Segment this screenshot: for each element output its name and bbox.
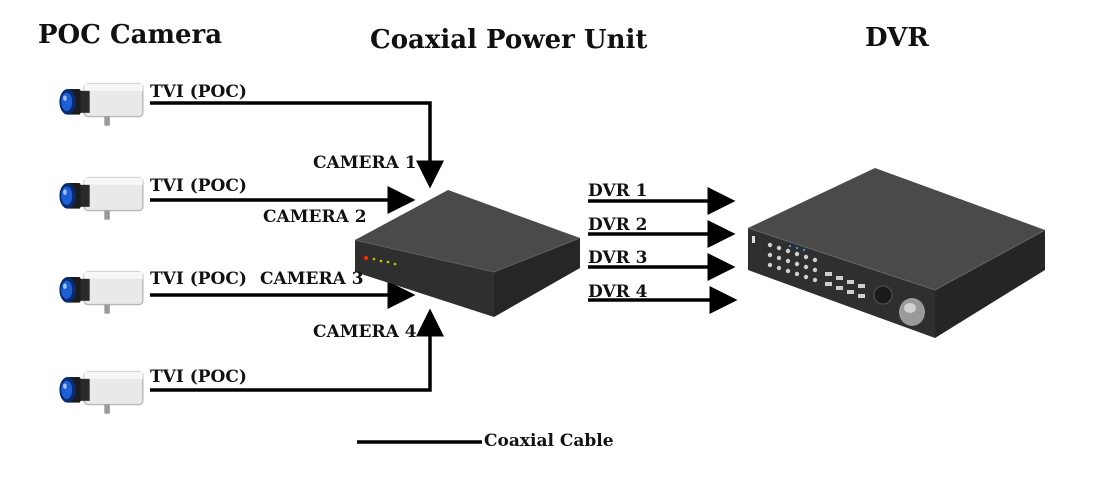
camera-1-signal-label: TVI (POC): [150, 82, 247, 102]
title-poc-camera: POC Camera: [38, 20, 223, 50]
camera-2-icon: [58, 176, 144, 221]
legend-label: Coaxial Cable: [484, 431, 614, 451]
camera-2-port-label: CAMERA 2: [263, 207, 367, 227]
camera-2-signal-label: TVI (POC): [150, 176, 247, 196]
camera-4-port-label: CAMERA 4: [313, 322, 417, 342]
coaxial-power-unit-device: [354, 190, 581, 317]
camera-1-icon: [58, 82, 144, 127]
camera-4-signal-label: TVI (POC): [150, 367, 247, 387]
cable-camera-1: [150, 101, 444, 189]
camera-3-signal-label: TVI (POC): [150, 269, 247, 289]
title-coaxial-power-unit: Coaxial Power Unit: [370, 25, 648, 55]
dvr-4-label: DVR 4: [588, 282, 648, 302]
dvr-device: [747, 168, 1046, 338]
camera-1-port-label: CAMERA 1: [313, 153, 417, 173]
camera-4-icon: [58, 370, 144, 415]
camera-3-port-label: CAMERA 3: [260, 269, 364, 289]
title-dvr: DVR: [865, 23, 929, 53]
dvr-2-label: DVR 2: [588, 215, 648, 235]
camera-3-icon: [58, 270, 144, 315]
cable-camera-4: [150, 308, 444, 392]
dvr-3-label: DVR 3: [588, 248, 648, 268]
dvr-1-label: DVR 1: [588, 181, 648, 201]
